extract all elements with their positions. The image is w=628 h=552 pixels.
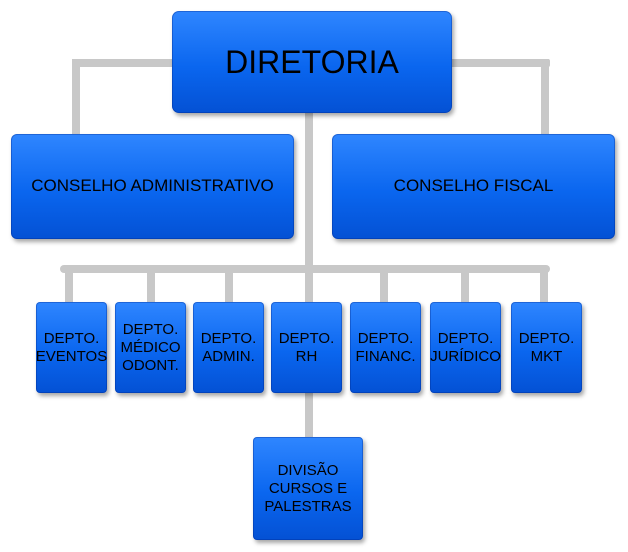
depto-financ-label: DEPTO. FINANC. [355, 329, 416, 365]
depto-admin-label: DEPTO. ADMIN. [200, 329, 257, 365]
connector [72, 59, 80, 137]
depto-rh-label: DEPTO. RH [278, 329, 335, 365]
depto-juridico-label: DEPTO. JURÍDICO [430, 329, 501, 365]
connector [147, 270, 155, 304]
connector [541, 59, 549, 137]
depto-medico-odont-label: DEPTO. MÉDICO ODONT. [120, 320, 181, 374]
depto-rh-box: DEPTO. RH [271, 302, 342, 393]
connector [461, 270, 469, 304]
diretoria-label: DIRETORIA [225, 43, 399, 80]
depto-eventos-box: DEPTO. EVENTOS [36, 302, 107, 393]
connector [65, 270, 73, 304]
divisao-cursos-palestras-box: DIVISÃO CURSOS E PALESTRAS [253, 437, 363, 540]
depto-eventos-label: DEPTO. EVENTOS [35, 329, 108, 365]
conselho-fiscal-label: CONSELHO FISCAL [393, 176, 554, 196]
diretoria-box: DIRETORIA [172, 11, 452, 113]
depto-admin-box: DEPTO. ADMIN. [193, 302, 264, 393]
divisao-cursos-palestras-label: DIVISÃO CURSOS E PALESTRAS [264, 461, 352, 515]
connector [60, 265, 550, 273]
connector [540, 270, 548, 304]
conselho-administrativo-box: CONSELHO ADMINISTRATIVO [11, 134, 294, 239]
depto-mkt-box: DEPTO. MKT [511, 302, 582, 393]
conselho-fiscal-box: CONSELHO FISCAL [332, 134, 615, 239]
depto-financ-box: DEPTO. FINANC. [350, 302, 421, 393]
conselho-administrativo-label: CONSELHO ADMINISTRATIVO [31, 176, 274, 196]
connector [305, 110, 313, 440]
depto-mkt-label: DEPTO. MKT [518, 329, 575, 365]
connector [380, 270, 388, 304]
depto-juridico-box: DEPTO. JURÍDICO [430, 302, 501, 393]
depto-medico-odont-box: DEPTO. MÉDICO ODONT. [115, 302, 186, 393]
connector [225, 270, 233, 304]
